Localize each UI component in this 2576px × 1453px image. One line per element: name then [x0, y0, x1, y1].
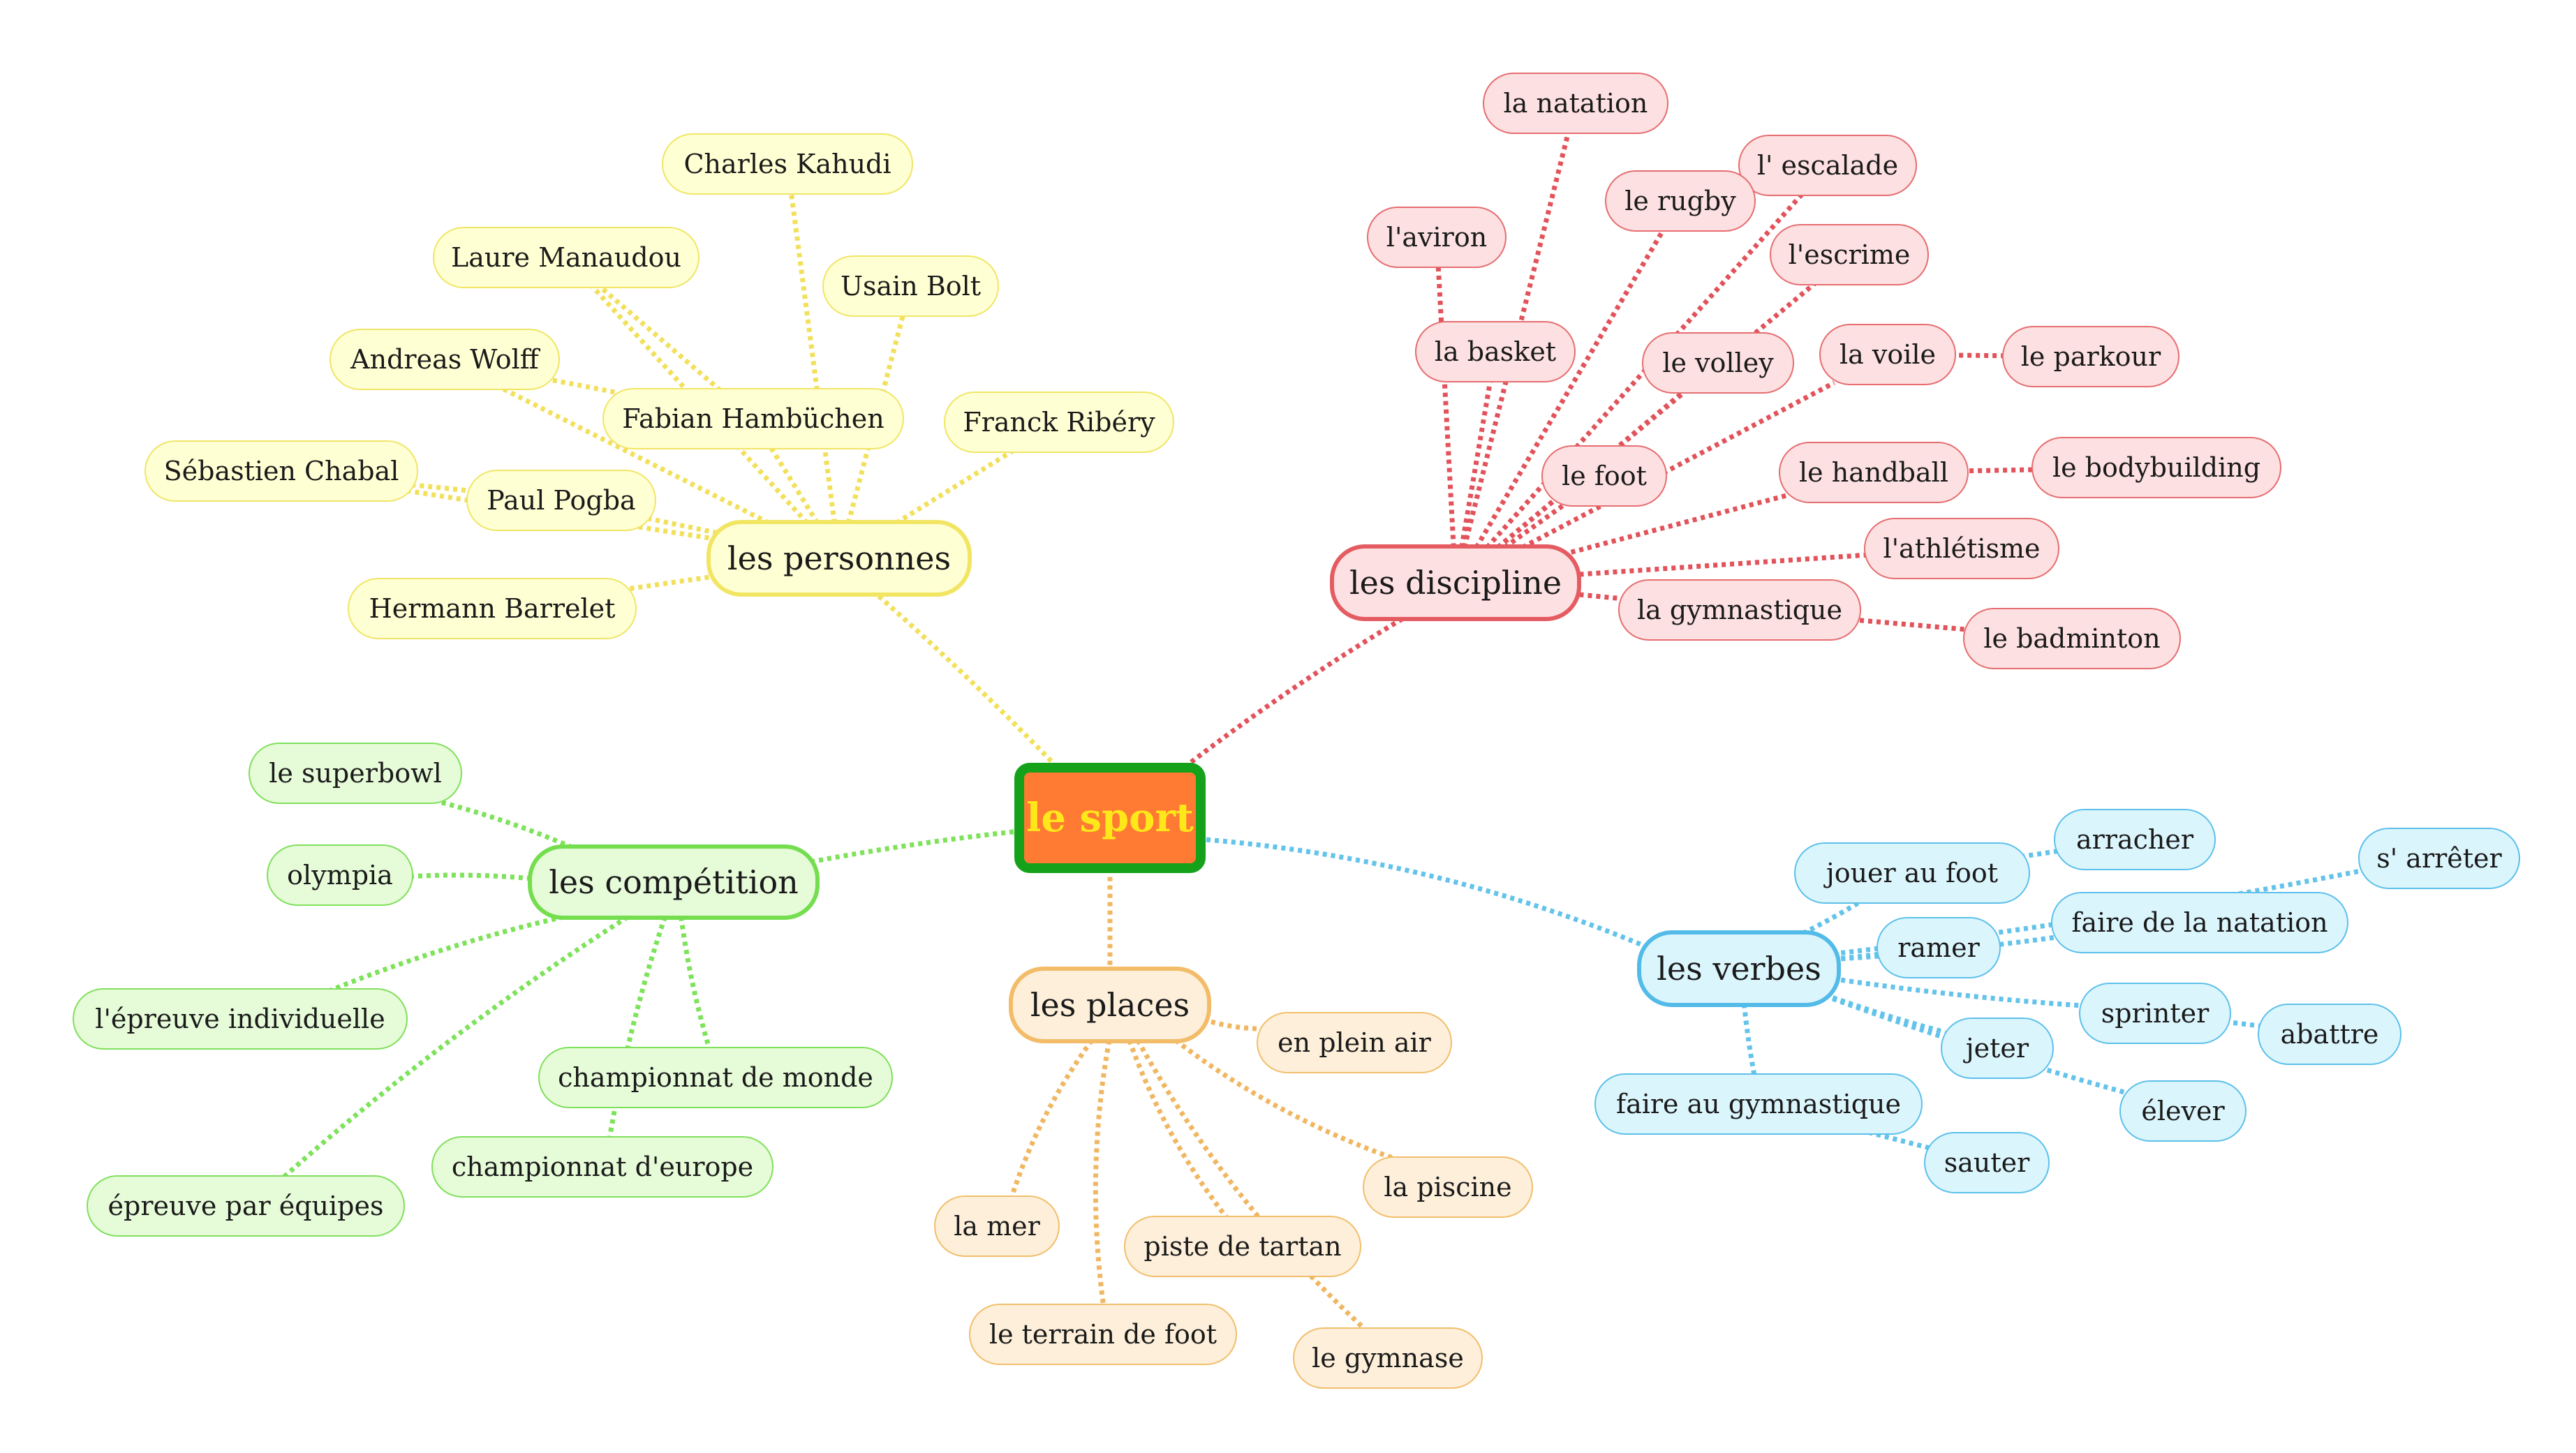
- connector-hermann-barrelet: [624, 573, 718, 592]
- connector-la-mer: [1009, 1038, 1094, 1199]
- connector-championnat-de-monde: [679, 916, 712, 1050]
- leaf-le-terrain-de-foot[interactable]: le terrain de foot: [969, 1304, 1237, 1365]
- leaf-piste-de-tartan[interactable]: piste de tartan: [1124, 1216, 1361, 1277]
- leaf-paul-pogba[interactable]: Paul Pogba: [466, 470, 656, 531]
- leaf-le-superbowl[interactable]: le superbowl: [249, 743, 462, 804]
- connector-fabian-hambuchen: [768, 445, 820, 525]
- leaf-faire-de-la-natation[interactable]: faire de la natation: [2051, 892, 2348, 953]
- root-node-le-sport[interactable]: le sport: [1014, 763, 1206, 873]
- connector-laure-manaudou: [597, 283, 723, 393]
- leaf-championnat-de-monde[interactable]: championnat de monde: [538, 1047, 893, 1108]
- connector-le-bodybuilding: [1961, 467, 2042, 474]
- connector-paul-pogba: [648, 516, 718, 535]
- connector-les-competition: [807, 828, 1023, 865]
- branch-les-competition[interactable]: les compétition: [528, 844, 820, 920]
- leaf-le-handball[interactable]: le handball: [1779, 442, 1969, 503]
- leaf-la-voile[interactable]: la voile: [1819, 324, 1956, 385]
- connector-olympia: [407, 872, 540, 882]
- leaf-andreas-wolff[interactable]: Andreas Wolff: [330, 329, 560, 390]
- leaf-epreuve-par-equipes[interactable]: épreuve par équipes: [87, 1175, 405, 1237]
- leaf-le-volley[interactable]: le volley: [1642, 332, 1794, 394]
- leaf-faire-au-gymnastique[interactable]: faire au gymnastique: [1594, 1073, 1923, 1135]
- leaf-la-gymnastique[interactable]: la gymnastique: [1618, 579, 1861, 641]
- leaf-le-bodybuilding[interactable]: le bodybuilding: [2031, 437, 2281, 498]
- leaf-le-badminton[interactable]: le badminton: [1963, 608, 2181, 669]
- connector-l-athletisme: [1571, 552, 1872, 578]
- connector-andreas-wolff: [550, 377, 615, 395]
- connector-usain-bolt: [845, 313, 906, 524]
- leaf-elever[interactable]: élever: [2119, 1080, 2246, 1142]
- branch-les-verbes[interactable]: les verbes: [1637, 930, 1841, 1007]
- leaf-en-plein-air[interactable]: en plein air: [1257, 1012, 1452, 1073]
- connector-piste-de-tartan: [1127, 1039, 1229, 1220]
- connector-le-rugby: [1474, 228, 1666, 549]
- connector-les-personnes: [874, 591, 1059, 769]
- connector-sprinter: [1832, 976, 2085, 1008]
- leaf-l-escalade[interactable]: l' escalade: [1738, 135, 1917, 196]
- leaf-la-natation[interactable]: la natation: [1483, 73, 1668, 134]
- connector-charles-kahudi: [788, 192, 837, 523]
- leaf-abattre[interactable]: abattre: [2258, 1004, 2401, 1065]
- connector-l-aviron: [1435, 265, 1456, 548]
- leaf-s-arreter[interactable]: s' arrêter: [2358, 828, 2520, 889]
- leaf-championnat-d-europe[interactable]: championnat d'europe: [431, 1136, 773, 1198]
- leaf-arracher[interactable]: arracher: [2054, 809, 2216, 870]
- connector-les-discipline: [1183, 616, 1405, 770]
- branch-les-personnes[interactable]: les personnes: [706, 520, 972, 597]
- connector-la-piscine: [1174, 1038, 1397, 1161]
- connector-epreuve-par-equipes: [281, 914, 630, 1180]
- leaf-le-parkour[interactable]: le parkour: [2002, 326, 2179, 387]
- connector-le-parkour: [1950, 352, 2010, 359]
- leaf-sprinter[interactable]: sprinter: [2079, 983, 2231, 1044]
- connector-la-voile: [1521, 380, 1836, 550]
- leaf-franck-ribery[interactable]: Franck Ribéry: [944, 392, 1174, 453]
- connector-abattre: [2224, 1019, 2264, 1029]
- connector-arracher: [2020, 848, 2061, 860]
- leaf-sauter[interactable]: sauter: [1924, 1132, 2050, 1193]
- leaf-sebastien-chabal[interactable]: Sébastien Chabal: [145, 440, 418, 502]
- leaf-la-piscine[interactable]: la piscine: [1363, 1156, 1533, 1218]
- leaf-hermann-barrelet[interactable]: Hermann Barrelet: [348, 578, 637, 639]
- leaf-l-aviron[interactable]: l'aviron: [1367, 207, 1507, 268]
- leaf-le-gymnase[interactable]: le gymnase: [1293, 1327, 1483, 1389]
- leaf-jouer-au-foot[interactable]: jouer au foot: [1794, 842, 2030, 904]
- leaf-laure-manaudou[interactable]: Laure Manaudou: [433, 227, 699, 288]
- leaf-epreuve-individuelle[interactable]: l'épreuve individuelle: [73, 988, 408, 1050]
- connector-l-escrime: [1496, 281, 1817, 550]
- leaf-le-foot[interactable]: le foot: [1541, 445, 1667, 507]
- leaf-le-rugby[interactable]: le rugby: [1605, 170, 1756, 232]
- leaf-la-basket[interactable]: la basket: [1415, 321, 1576, 382]
- leaf-l-escrime[interactable]: l'escrime: [1770, 224, 1929, 285]
- connector-epreuve-individuelle: [328, 914, 565, 993]
- connector-jouer-au-foot: [1802, 899, 1863, 936]
- connector-le-gymnase: [1135, 1038, 1368, 1332]
- branch-les-discipline[interactable]: les discipline: [1330, 544, 1581, 621]
- leaf-fabian-hambuchen[interactable]: Fabian Hambüchen: [602, 388, 904, 449]
- connector-la-natation: [1462, 131, 1571, 549]
- connector-le-foot: [1503, 502, 1567, 550]
- leaf-ramer[interactable]: ramer: [1877, 917, 2001, 978]
- connector-andreas-wolff: [499, 385, 771, 526]
- connector-franck-ribery: [894, 448, 1015, 526]
- connector-le-superbowl: [437, 799, 574, 850]
- leaf-olympia[interactable]: olympia: [267, 844, 413, 906]
- branch-les-places[interactable]: les places: [1009, 967, 1211, 1043]
- leaf-charles-kahudi[interactable]: Charles Kahudi: [662, 133, 913, 195]
- leaf-la-mer[interactable]: la mer: [934, 1195, 1060, 1257]
- connector-faire-au-gymnastique: [1741, 1004, 1757, 1077]
- connector-sebastien-chabal: [406, 488, 718, 542]
- connector-jeter: [1832, 995, 1946, 1035]
- connector-le-terrain-de-foot: [1093, 1039, 1112, 1306]
- connector-le-badminton: [1851, 617, 1972, 633]
- leaf-l-athletisme[interactable]: l'athlétisme: [1864, 518, 2059, 579]
- leaf-usain-bolt[interactable]: Usain Bolt: [822, 255, 999, 317]
- leaf-jeter[interactable]: jeter: [1941, 1018, 2054, 1079]
- connector-les-verbes: [1197, 836, 1647, 949]
- connector-le-volley: [1496, 389, 1686, 550]
- connector-la-basket: [1459, 379, 1493, 548]
- connector-en-plein-air: [1202, 1017, 1265, 1031]
- connector-le-handball: [1570, 493, 1787, 555]
